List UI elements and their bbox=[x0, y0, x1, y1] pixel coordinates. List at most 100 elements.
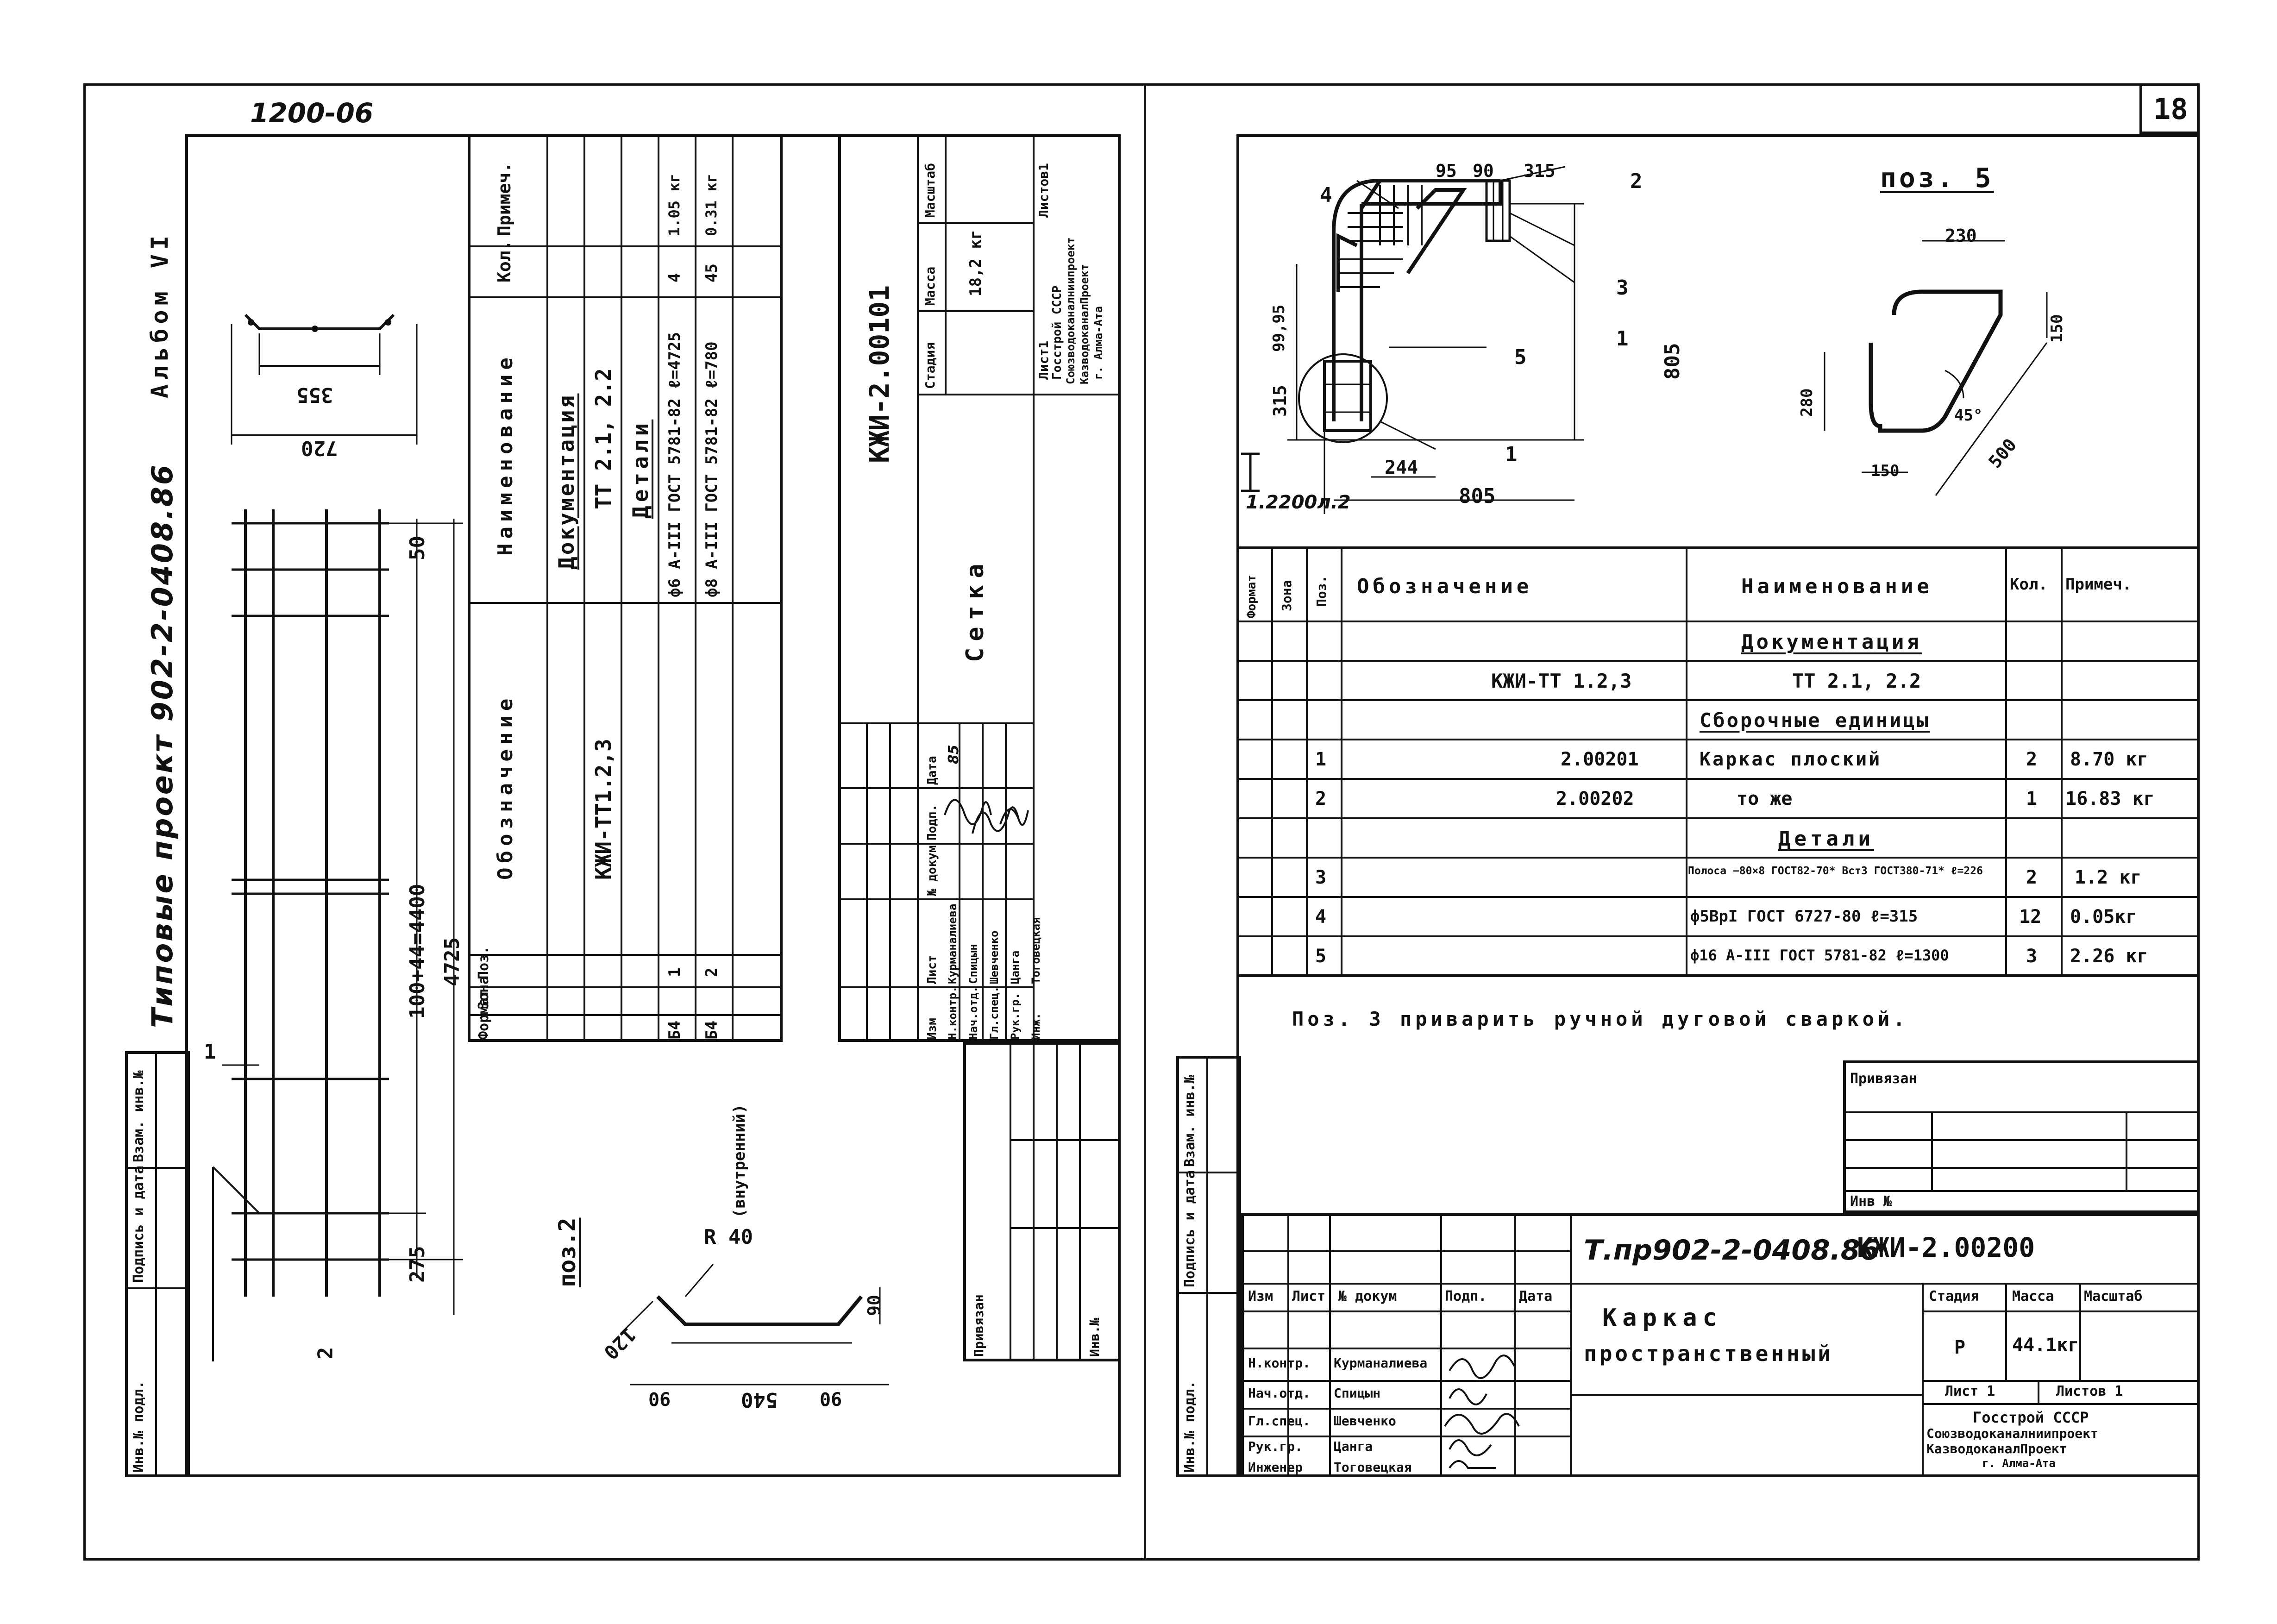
left-spec-row3-note: 1.05 кг bbox=[665, 174, 683, 236]
pos5-dim-280: 280 bbox=[1798, 388, 1816, 417]
right-spec-hdr-qty: Кол. bbox=[2010, 575, 2048, 594]
right-stage-hdr-stage: Стадия bbox=[1929, 1288, 1979, 1304]
left-name-2: Шевченко bbox=[988, 930, 1001, 984]
sheet-number-box bbox=[2139, 83, 2200, 134]
right-spec-row6-name: Полоса −80×8 ГОСТ82-70* Вст3 ГОСТ380-71*… bbox=[1688, 865, 1983, 877]
left-spec-row2-name: Детали bbox=[628, 419, 653, 519]
pos2-radius: R 40 bbox=[704, 1225, 753, 1249]
pos5-angle: 45° bbox=[1954, 406, 1983, 425]
album-label: Альбом VI bbox=[146, 231, 173, 398]
pos5-dim-150-bottom: 150 bbox=[1871, 462, 1900, 480]
right-privyazan: Привязан bbox=[1850, 1071, 1917, 1087]
right-stage: Р bbox=[1954, 1337, 1966, 1358]
left-name-1: Спицын bbox=[967, 944, 980, 984]
right-spec-row3-code: 2.00201 bbox=[1561, 749, 1639, 770]
left-role-1: Нач.отд. bbox=[967, 986, 980, 1040]
left-privyazan: Привязан bbox=[971, 1294, 986, 1357]
right-role-0: Н.контр. bbox=[1248, 1355, 1311, 1371]
left-spec-row4-qty: 45 bbox=[703, 263, 721, 282]
right-spec-row6-qty: 2 bbox=[2026, 867, 2038, 888]
left-signatures bbox=[944, 799, 1029, 834]
drawing-label-4: 4 bbox=[1320, 183, 1332, 207]
section-ref: 1.2200л.2 bbox=[1246, 492, 1351, 513]
left-spec-hdr-pos: Поз. bbox=[476, 946, 492, 979]
right-sheets: Листов 1 bbox=[2056, 1383, 2123, 1399]
mark-2: 2 bbox=[314, 1347, 338, 1360]
right-mass: 44.1кг bbox=[2012, 1335, 2079, 1356]
right-title-name-2: пространственный bbox=[1584, 1341, 1834, 1366]
left-role-4: Инж. bbox=[1029, 1013, 1042, 1040]
pos2-dim-90-mid: 90 bbox=[820, 1388, 842, 1409]
right-title-code: КЖИ-2.00200 bbox=[1857, 1232, 2035, 1263]
dim-805-vert: 805 bbox=[1661, 343, 1684, 380]
dim-95: 95 bbox=[1436, 161, 1457, 181]
right-spec-row7-name: ф5ВрI ГОСТ 6727-80 ℓ=315 bbox=[1690, 907, 1918, 926]
right-org-2: КазводоканалПроект bbox=[1926, 1441, 2067, 1456]
dim-720: 720 bbox=[301, 436, 338, 460]
dim-805-horiz: 805 bbox=[1459, 484, 1496, 508]
right-stage-hdr-mass: Масса bbox=[2012, 1288, 2054, 1304]
right-role-3: Рук.гр. bbox=[1248, 1439, 1303, 1454]
left-name-4: Тоговецкая bbox=[1029, 917, 1042, 984]
right-spec-row2-name: Сборочные единицы bbox=[1700, 709, 1930, 732]
right-sig-hdr-izm: Изм bbox=[1248, 1288, 1273, 1304]
dim-315-left: 315 bbox=[1270, 385, 1290, 417]
left-sig-hdr-izm: Изм bbox=[925, 1018, 939, 1040]
drawing-label-1a: 1 bbox=[1616, 327, 1629, 351]
right-spec-row3-name: Каркас плоский bbox=[1700, 749, 1882, 770]
project-title: Типовые проект 902-2-0408.86 bbox=[145, 463, 179, 1028]
pos2-dim-90-right: 90 bbox=[864, 1295, 884, 1316]
sheet-number: 18 bbox=[2153, 92, 2188, 126]
pos5-dim-150-right: 150 bbox=[2048, 314, 2066, 343]
right-role-2: Гл.спец. bbox=[1248, 1413, 1311, 1429]
right-stamp-inv: Инв.№ подл. bbox=[1182, 1380, 1198, 1473]
right-spec-row8-qty: 3 bbox=[2026, 946, 2038, 967]
left-spec-hdr-name: Наименование bbox=[494, 353, 517, 556]
left-spec-row4-note: 0.31 кг bbox=[703, 174, 720, 236]
left-spec-hdr-zone: Зона bbox=[476, 976, 492, 1010]
welding-note: Поз. 3 приварить ручной дуговой сваркой. bbox=[1292, 1008, 1909, 1030]
left-spec-row4-name: ф8 А-III ГОСТ 5781-82 ℓ=780 bbox=[703, 341, 721, 597]
left-spec-row3-pos: 1 bbox=[665, 967, 684, 977]
left-side-stamp bbox=[125, 1051, 190, 1477]
mark-1: 1 bbox=[204, 1040, 216, 1064]
right-spec-row4-name: то же bbox=[1737, 788, 1793, 809]
pos2-title: поз.2 bbox=[554, 1217, 581, 1287]
right-name-4: Тоговецкая bbox=[1334, 1460, 1412, 1475]
left-spec-row1-code: КЖИ-ТТ1.2,3 bbox=[591, 739, 616, 880]
left-stage-hdr-scale: Масштаб bbox=[922, 163, 938, 218]
left-stamp-inv: Инв.№ подл. bbox=[131, 1380, 147, 1473]
right-spec-row8-note: 2.26 кг bbox=[2070, 946, 2148, 967]
right-sig-hdr-doc: № докум bbox=[1338, 1288, 1397, 1304]
left-name-3: Цанга bbox=[1009, 950, 1022, 984]
left-spec-row4-format: Б4 bbox=[703, 1021, 721, 1040]
right-name-3: Цанга bbox=[1334, 1439, 1373, 1454]
drawing-label-1b: 1 bbox=[1505, 443, 1518, 466]
left-spec-hdr-note: Примеч. bbox=[494, 162, 514, 236]
left-spec-row3-name: ф6 А-III ГОСТ 5781-82 ℓ=4725 bbox=[665, 332, 684, 597]
drawing-label-3: 3 bbox=[1616, 276, 1629, 300]
right-spec-row7-note: 0.05кг bbox=[2070, 906, 2137, 928]
right-title-name-1: Каркас bbox=[1602, 1304, 1723, 1332]
left-role-2: Гл.спец. bbox=[988, 986, 1001, 1040]
left-title-block bbox=[838, 134, 1121, 1042]
right-spec-hdr-code: Обозначение bbox=[1357, 575, 1533, 598]
right-stamp-sign: Подпись и дата bbox=[1182, 1170, 1198, 1287]
frame-drawing bbox=[1241, 166, 1584, 514]
right-spec-table bbox=[1236, 546, 2200, 977]
left-sig-hdr-doc: № докум bbox=[925, 845, 939, 896]
left-org-1: Союзводоканалниипроект bbox=[1064, 237, 1077, 384]
right-spec-hdr-note: Примеч. bbox=[2065, 575, 2132, 594]
right-role-1: Нач.отд. bbox=[1248, 1386, 1311, 1401]
dim-275: 275 bbox=[406, 1246, 429, 1283]
sheet-divider bbox=[1144, 83, 1146, 1561]
right-spec-row4-code: 2.00202 bbox=[1556, 788, 1634, 809]
left-sig-hdr-list: Лист bbox=[925, 955, 939, 984]
right-spec-row6-note: 1.2 кг bbox=[2075, 867, 2142, 888]
left-inv: Инв.№ bbox=[1087, 1317, 1102, 1357]
right-spec-hdr-zone: Зона bbox=[1279, 580, 1294, 611]
left-spec-row3-format: Б4 bbox=[665, 1021, 684, 1040]
left-spec-row3-qty: 4 bbox=[665, 273, 684, 282]
right-spec-row1-code: КЖИ-ТТ 1.2,3 bbox=[1491, 670, 1632, 692]
left-stage-hdr-stage: Стадия bbox=[922, 342, 938, 389]
